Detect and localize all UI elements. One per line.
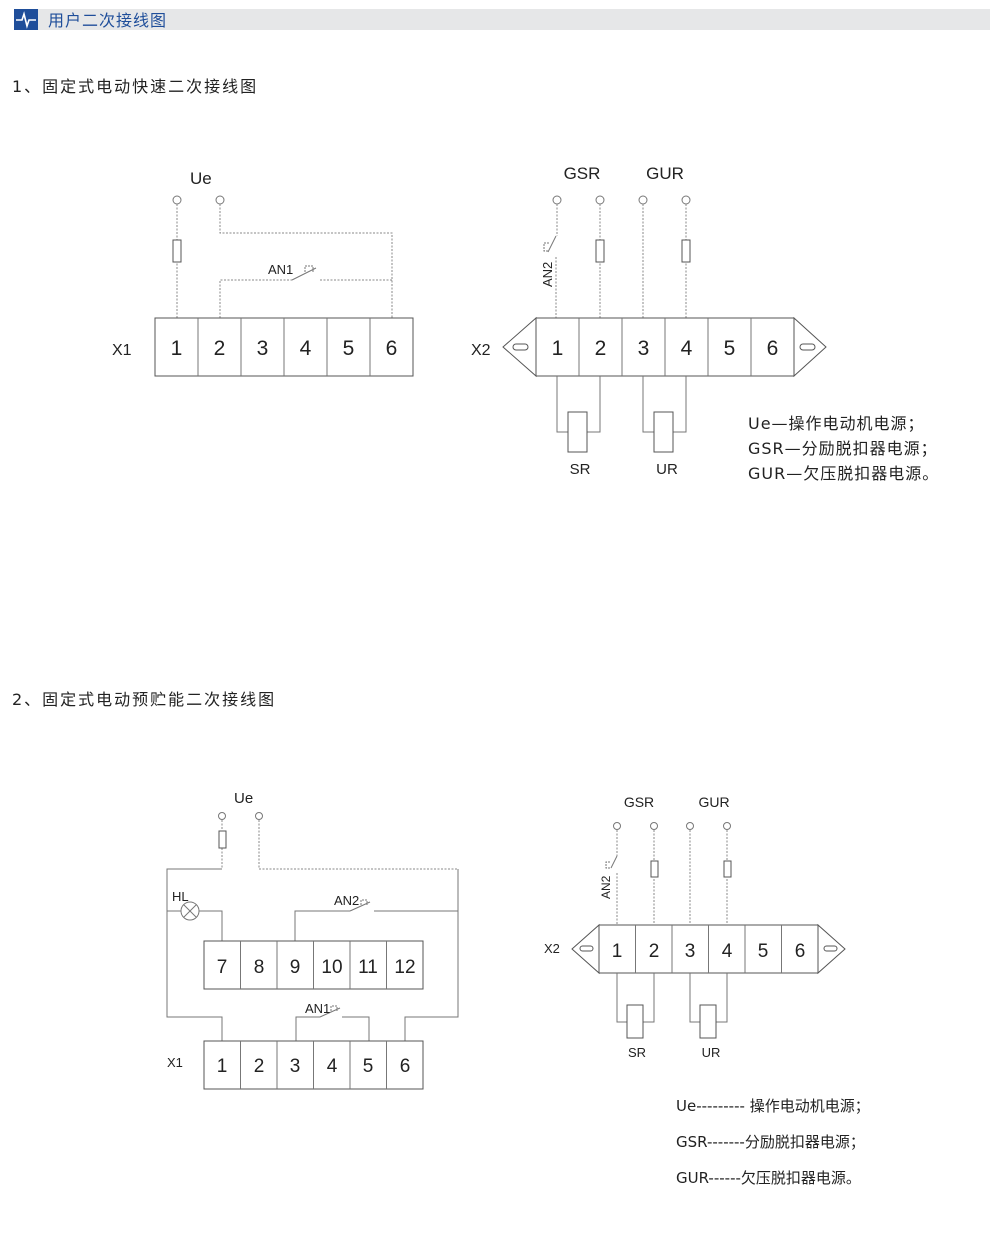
terminal-number: 10 — [321, 957, 342, 978]
terminal-number: 4 — [681, 337, 693, 360]
gsr-label: GSR — [564, 164, 601, 183]
gsr-label: GSR — [624, 794, 654, 810]
fuse-icon — [218, 830, 227, 849]
terminal-number: 2 — [214, 337, 226, 360]
fuse-icon — [650, 860, 659, 878]
hl-label: HL — [172, 889, 189, 904]
switch-icon — [547, 235, 557, 253]
legend-item: GUR—欠压脱扣器电源。 — [748, 464, 939, 483]
section1-title: 1、固定式电动快速二次接线图 — [12, 77, 258, 96]
gur-label: GUR — [698, 794, 729, 810]
x2-label: X2 — [544, 941, 560, 956]
terminal-number: 3 — [290, 1056, 301, 1077]
x1-label: X1 — [112, 342, 132, 359]
switch-icon — [319, 1007, 341, 1018]
legend-item: Ue--------- 操作电动机电源； — [676, 1097, 870, 1115]
terminal-number: 6 — [795, 941, 806, 962]
coil-icon — [567, 411, 588, 453]
terminal-number: 2 — [254, 1056, 265, 1077]
sr-label: SR — [628, 1045, 646, 1060]
switch-icon — [610, 855, 618, 869]
legend-item: GSR-------分励脱扣器电源； — [676, 1133, 865, 1151]
terminal-number: 2 — [595, 337, 607, 360]
fuse-icon — [723, 860, 732, 878]
lamp-icon — [180, 901, 200, 921]
terminal-number: 12 — [394, 957, 415, 978]
legend-item: GSR—分励脱扣器电源； — [748, 439, 938, 458]
legend-item: GUR------欠压脱扣器电源。 — [676, 1169, 861, 1187]
switch-icon — [291, 267, 317, 281]
terminal-number: 4 — [300, 337, 312, 360]
diagram1-x2: GSR GUR AN2 X2 1 2 3 4 5 6 SR UR Ue—操作电动… — [471, 164, 939, 483]
terminal-number: 1 — [552, 337, 564, 360]
ue-label: Ue — [234, 790, 253, 807]
fuse-icon — [681, 239, 691, 263]
an2-label: AN2 — [334, 893, 359, 908]
terminal-number: 8 — [254, 957, 265, 978]
coil-icon — [653, 411, 674, 453]
terminal-number: 1 — [612, 941, 623, 962]
x2-label: X2 — [471, 342, 491, 359]
terminal-number: 5 — [363, 1056, 374, 1077]
switch-icon — [349, 901, 371, 912]
an2-label: AN2 — [599, 875, 613, 899]
an1-label: AN1 — [305, 1001, 330, 1016]
header-bar: 用户二次接线图 — [14, 9, 990, 30]
terminal-number: 5 — [343, 337, 355, 360]
terminal-number: 3 — [685, 941, 696, 962]
terminal-number: 11 — [358, 957, 378, 978]
terminal-number: 9 — [290, 957, 301, 978]
coil-icon — [699, 1004, 717, 1039]
terminal-number: 5 — [724, 337, 736, 360]
sr-label: SR — [570, 461, 591, 478]
diagram2-x1: Ue HL AN2 7 8 9 10 11 12 AN1 X1 — [166, 790, 459, 1090]
terminal-circle — [215, 195, 225, 205]
diagram2-x2: GSR GUR AN2 X2 1 2 3 4 5 6 SR UR Ue-----… — [544, 794, 870, 1187]
terminal-circle — [172, 195, 182, 205]
terminal-number: 3 — [638, 337, 650, 360]
terminal-number: 6 — [400, 1056, 411, 1077]
ur-label: UR — [656, 461, 678, 478]
terminal-number: 5 — [758, 941, 769, 962]
terminal-number: 4 — [327, 1056, 338, 1077]
ur-label: UR — [702, 1045, 721, 1060]
terminal-number: 6 — [386, 337, 398, 360]
section2-title: 2、固定式电动预贮能二次接线图 — [12, 690, 276, 709]
x1-label: X1 — [167, 1055, 183, 1070]
legend-item: Ue—操作电动机电源； — [748, 414, 925, 433]
terminal-number: 6 — [767, 337, 779, 360]
terminal-number: 2 — [649, 941, 660, 962]
fuse-icon — [595, 239, 605, 263]
diagram1-x1: Ue AN1 X1 1 2 3 4 5 6 — [112, 169, 414, 377]
page-title: 用户二次接线图 — [48, 11, 167, 30]
terminal-number: 4 — [722, 941, 733, 962]
ue-label: Ue — [190, 169, 212, 188]
terminal-number: 7 — [217, 957, 228, 978]
gur-label: GUR — [646, 164, 684, 183]
fuse-icon — [172, 239, 182, 263]
terminal-number: 1 — [217, 1056, 228, 1077]
terminal-number: 3 — [257, 337, 269, 360]
an2-label: AN2 — [540, 262, 555, 287]
coil-icon — [626, 1004, 644, 1039]
terminal-number: 1 — [171, 337, 183, 360]
an1-label: AN1 — [268, 262, 293, 277]
